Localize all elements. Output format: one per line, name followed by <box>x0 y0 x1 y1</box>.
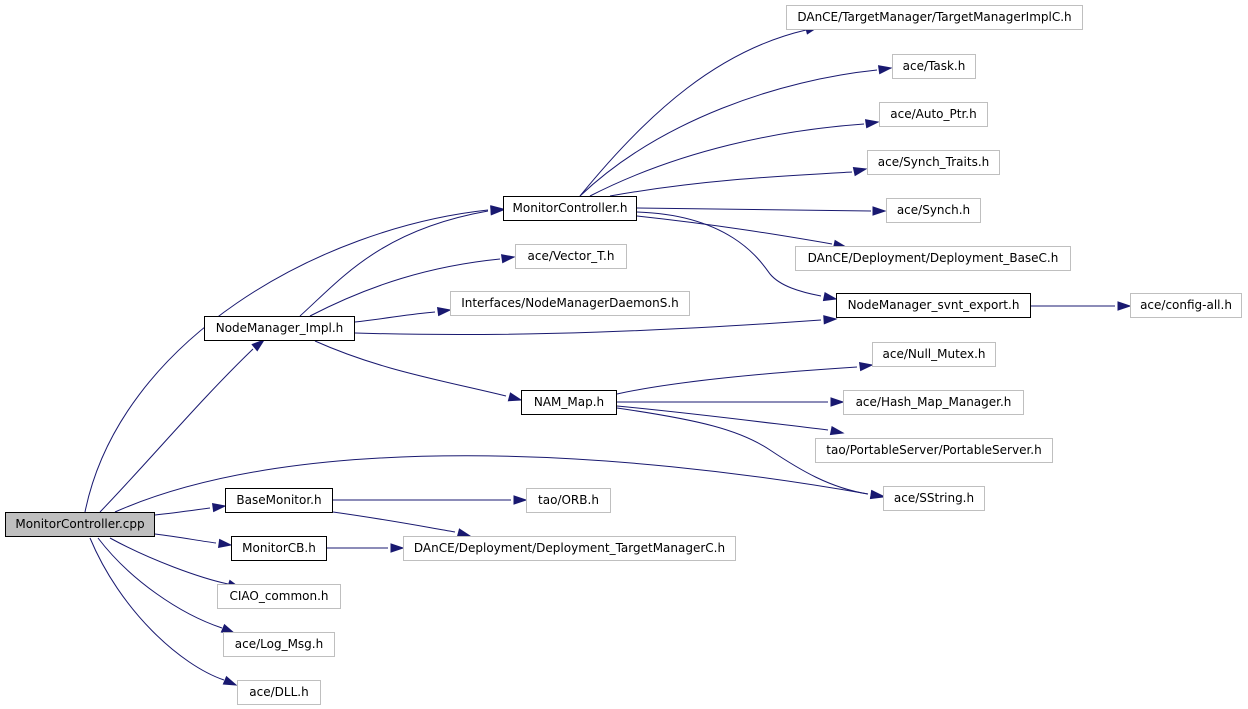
edge-nm_impl-to-ace_vector <box>309 254 516 317</box>
arrowhead-icon <box>222 675 238 686</box>
node-tao-orb-h: tao/ORB.h <box>526 488 611 513</box>
edge-nam_map-to-ace_sstring <box>616 407 885 500</box>
node-tao-portableserver-h: tao/PortableServer/PortableServer.h <box>815 438 1053 463</box>
edge-line <box>109 537 229 585</box>
edge-mc_h-to-tm_implc <box>579 25 820 197</box>
edge-line <box>309 258 501 317</box>
node-nodemanagerdaemons-h: Interfaces/NodeManagerDaemonS.h <box>450 291 690 316</box>
arrowhead-icon <box>507 392 523 402</box>
arrowhead-icon <box>390 543 405 553</box>
edge-nam_map-to-ace_hashmap <box>617 397 845 407</box>
arrowhead-icon <box>1117 301 1132 311</box>
arrowhead-icon <box>869 489 885 500</box>
node-ace-hash-map-manager-h: ace/Hash_Map_Manager.h <box>843 390 1024 415</box>
node-ace-dll-h: ace/DLL.h <box>237 680 321 705</box>
edge-line <box>354 319 822 336</box>
edge-nam_map-to-ace_nullmutex <box>616 361 874 395</box>
edge-line <box>299 210 489 317</box>
node-nodemanager-impl-h[interactable]: NodeManager_Impl.h <box>204 316 355 341</box>
arrowhead-icon <box>852 167 868 177</box>
edge-line <box>616 407 869 495</box>
edge-mon_cb-to-dep_tmc <box>326 543 405 553</box>
edge-line <box>97 537 223 629</box>
arrowhead-icon <box>877 65 893 75</box>
arrowhead-icon <box>823 315 838 325</box>
node-ace-null-mutex-h: ace/Null_Mutex.h <box>872 342 996 367</box>
node-ace-sstring-h: ace/SString.h <box>883 486 985 511</box>
edge-line <box>332 511 456 533</box>
edge-line <box>636 215 833 245</box>
arrowhead-icon <box>872 206 887 216</box>
arrowhead-icon <box>829 425 845 436</box>
edge-line <box>314 340 507 397</box>
edge-root-to-basemon <box>154 502 227 516</box>
edge-root-to-ace_logmsg <box>97 537 236 634</box>
node-monitorcb-h[interactable]: MonitorCB.h <box>231 536 327 561</box>
node-basemonitor-h[interactable]: BaseMonitor.h <box>225 488 333 513</box>
node-ace-vector-t-h: ace/Vector_T.h <box>515 244 627 269</box>
edge-line <box>636 211 822 297</box>
arrowhead-icon <box>864 119 880 129</box>
edge-line <box>616 405 829 431</box>
edge-nm_impl-to-mc_h <box>299 206 505 317</box>
edge-line <box>89 537 225 681</box>
arrowhead-icon <box>513 495 528 505</box>
arrowhead-icon <box>251 338 266 352</box>
arrowhead-icon <box>500 254 516 264</box>
arrowhead-icon <box>436 306 452 317</box>
edge-line <box>616 366 858 395</box>
edge-line <box>154 507 211 516</box>
edge-root-to-ace_dll <box>89 537 238 686</box>
edge-mc_h-to-ace_autoptr <box>589 119 880 197</box>
arrowhead-icon <box>830 397 845 407</box>
edge-nm_impl-to-nam_map <box>314 340 523 402</box>
node-nam-map-h[interactable]: NAM_Map.h <box>521 390 617 415</box>
node-targetmanagerimplc-h: DAnCE/TargetManager/TargetManagerImplC.h <box>786 5 1083 30</box>
edge-line <box>589 123 865 197</box>
node-monitorcontroller-h[interactable]: MonitorController.h <box>503 196 637 221</box>
edge-basemon-to-tao_orb <box>332 495 528 505</box>
arrowhead-icon <box>490 206 505 216</box>
arrowhead-icon <box>217 538 233 549</box>
node-ace-task-h: ace/Task.h <box>892 54 976 79</box>
arrowhead-icon <box>822 291 838 302</box>
arrowhead-icon <box>211 502 227 513</box>
edge-nm_impl-to-nm_daemons <box>354 306 452 323</box>
edge-mc_h-to-ace_task <box>579 65 893 197</box>
node-ace-log-msg-h: ace/Log_Msg.h <box>223 632 335 657</box>
node-deployment-basec-h: DAnCE/Deployment/Deployment_BaseC.h <box>795 246 1071 271</box>
node-ace-config-all-h: ace/config-all.h <box>1130 293 1242 318</box>
arrowhead-icon <box>858 361 874 372</box>
node-ace-auto-ptr-h: ace/Auto_Ptr.h <box>879 102 988 127</box>
edge-line <box>609 171 853 197</box>
edge-line <box>579 29 807 197</box>
edge-nm_impl-to-nm_export <box>354 315 838 336</box>
edge-root-to-nm_impl <box>99 338 266 513</box>
edge-mc_h-to-nm_export <box>636 211 838 302</box>
edge-line <box>354 311 436 323</box>
node-monitorcontroller-cpp: MonitorController.cpp <box>5 512 155 537</box>
edge-nam_map-to-tao_ps <box>616 405 845 436</box>
edge-nm_export-to-ace_configall <box>1031 301 1132 311</box>
edge-line <box>99 348 254 513</box>
edge-mc_h-to-ace_synchtraits <box>609 167 868 197</box>
edge-line <box>154 533 217 544</box>
node-nodemanager-svnt-export-h[interactable]: NodeManager_svnt_export.h <box>836 293 1031 318</box>
edge-root-to-mon_cb <box>154 533 233 549</box>
node-ciao-common-h: CIAO_common.h <box>217 584 341 609</box>
node-deployment-targetmanagerc-h: DAnCE/Deployment/Deployment_TargetManage… <box>403 536 736 561</box>
edge-basemon-to-dep_tmc <box>332 511 472 538</box>
node-ace-synch-h: ace/Synch.h <box>886 198 981 223</box>
edge-line <box>636 207 872 212</box>
node-ace-synch-traits-h: ace/Synch_Traits.h <box>867 150 1000 175</box>
edge-line <box>84 209 489 513</box>
edge-line <box>579 69 878 197</box>
edge-mc_h-to-ace_synch <box>636 206 887 216</box>
edge-line <box>114 455 869 513</box>
